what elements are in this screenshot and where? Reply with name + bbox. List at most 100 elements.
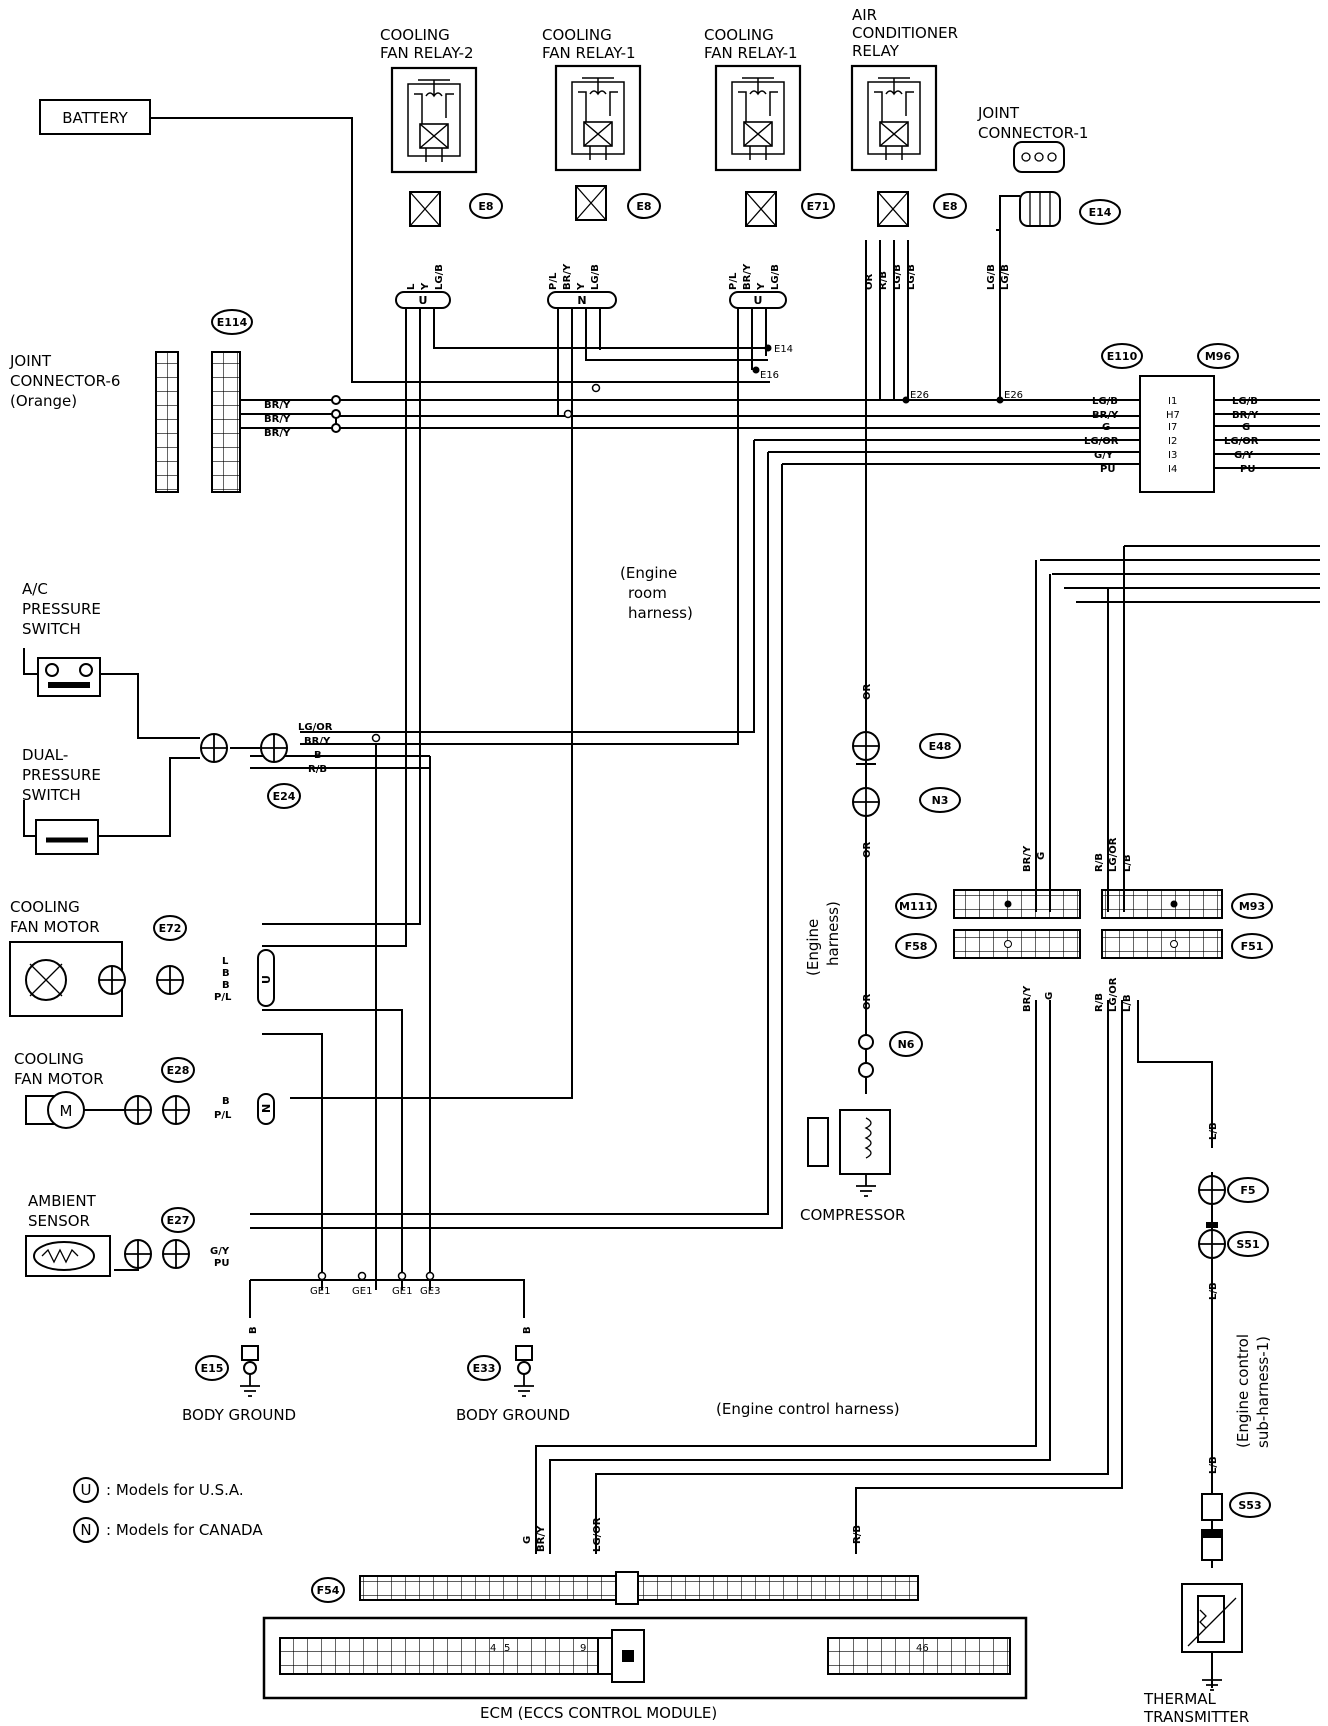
conn-e8c: E8 <box>942 200 957 213</box>
svg-text:I3: I3 <box>1168 450 1177 461</box>
dps-body <box>35 819 99 855</box>
conn-f54: F54 <box>317 1584 340 1597</box>
thermal-resistor <box>1187 1597 1237 1647</box>
svg-text:46: 46 <box>916 1643 929 1654</box>
jc6-label-2: CONNECTOR-6 <box>10 372 120 390</box>
conn-e8a: E8 <box>478 200 493 213</box>
relay-ac-label: AIR <box>852 6 877 24</box>
sub-harness-label-2: sub-harness-1) <box>1254 1336 1272 1448</box>
compressor-clutch <box>807 1117 829 1167</box>
m96-wire-labels: LG/B BR/Y G LG/OR G/Y PU <box>1224 396 1259 475</box>
svg-text:5: 5 <box>504 1643 510 1654</box>
conn-m96: M96 <box>1205 350 1232 363</box>
svg-text:BR/Y: BR/Y <box>264 414 291 425</box>
svg-text:B: B <box>522 1326 533 1334</box>
s53-connector <box>1201 1493 1223 1521</box>
svg-text:BR/Y: BR/Y <box>304 736 331 747</box>
amb-plug-b <box>162 1239 190 1269</box>
junction-labels: E14 E16 E26 E26 GE1 GE1 GE1 GE3 <box>310 344 1023 1297</box>
svg-text:G/Y: G/Y <box>1094 450 1114 461</box>
body-ground-2: BODY GROUND <box>456 1406 570 1424</box>
m93-connector <box>1101 889 1223 919</box>
conn-f51: F51 <box>1241 940 1264 953</box>
svg-text:LG/OR: LG/OR <box>1224 436 1259 447</box>
svg-text:P/L: P/L <box>728 272 739 290</box>
engine-room-harness-label-2: room <box>628 584 667 602</box>
svg-text:LG/B: LG/B <box>1000 264 1011 290</box>
legend-n-symbol <box>73 1517 99 1543</box>
svg-text:BR/Y: BR/Y <box>1092 410 1119 421</box>
conn-f58: F58 <box>905 940 928 953</box>
svg-text:I4: I4 <box>1168 464 1177 475</box>
ecm-pin-numbers: 4 5 9 46 <box>490 1643 929 1654</box>
cooling-fan-relay-1b <box>714 64 802 172</box>
svg-text:PU: PU <box>214 1258 229 1269</box>
svg-text:L/B: L/B <box>1122 854 1133 872</box>
jn-ge1a: GE1 <box>310 1286 330 1297</box>
relay-fan1b-label: COOLING <box>704 26 774 44</box>
svg-text:PU: PU <box>1100 464 1115 475</box>
ground1-lug <box>241 1345 259 1361</box>
svg-text:L: L <box>222 956 229 967</box>
engine-harness-label-2: harness) <box>824 901 842 966</box>
svg-text:G/Y: G/Y <box>1234 450 1254 461</box>
wire-network <box>23 117 1320 1688</box>
relay-fan1a-label-2: FAN RELAY-1 <box>542 44 636 62</box>
svg-text:BR/Y: BR/Y <box>264 428 291 439</box>
amb-plug-a <box>124 1239 152 1269</box>
conn-e15: E15 <box>201 1362 224 1375</box>
svg-text:LG/OR: LG/OR <box>298 722 333 733</box>
conn-e27: E27 <box>167 1214 190 1227</box>
jc1-label-2: CONNECTOR-1 <box>978 124 1088 142</box>
jn-ge3: GE3 <box>420 1286 440 1297</box>
n6-terminal-2 <box>858 1062 874 1078</box>
engine-control-harness-label: (Engine control harness) <box>716 1400 900 1418</box>
m93-pin-dot <box>1170 900 1178 908</box>
svg-text:I1: I1 <box>1168 396 1177 407</box>
conn-e114: E114 <box>217 316 248 329</box>
svg-text:LG/B: LG/B <box>1232 396 1258 407</box>
svg-text:G: G <box>1242 422 1250 433</box>
jc6-label-3: (Orange) <box>10 392 77 410</box>
jn-e26a: E26 <box>910 390 929 401</box>
svg-text:R/B: R/B <box>852 1525 863 1544</box>
svg-text:BR/Y: BR/Y <box>264 400 291 411</box>
ecm-label: ECM (ECCS CONTROL MODULE) <box>480 1704 717 1722</box>
svg-text:LG/OR: LG/OR <box>592 1517 603 1552</box>
f58-connector <box>953 929 1081 959</box>
f5-plug <box>1198 1175 1226 1205</box>
n3-plug <box>852 787 880 817</box>
jc6-wire-labels: BR/Y BR/Y BR/Y <box>264 400 291 439</box>
svg-text:LG/B: LG/B <box>434 264 445 290</box>
jc6-block-right <box>211 351 241 493</box>
svg-text:OR: OR <box>862 683 873 700</box>
svg-text:Y: Y <box>420 282 431 291</box>
jn-e26b: E26 <box>1004 390 1023 401</box>
svg-text:BR/Y: BR/Y <box>742 263 753 290</box>
svg-text:BR/Y: BR/Y <box>1022 985 1033 1012</box>
s51-cap <box>1206 1222 1218 1228</box>
cfm1-x <box>29 963 63 997</box>
conn-s51: S51 <box>1236 1238 1259 1251</box>
ground1-terminal <box>243 1361 257 1375</box>
svg-text:G/Y: G/Y <box>210 1246 230 1257</box>
amb-label-2: SENSOR <box>28 1212 90 1230</box>
badge-u1: U <box>419 294 428 307</box>
svg-text:P/L: P/L <box>548 272 559 290</box>
legend-u-symbol <box>73 1477 99 1503</box>
svg-text:I2: I2 <box>1168 436 1177 447</box>
svg-text:LG/B: LG/B <box>892 264 903 290</box>
jn-ge1c: GE1 <box>392 1286 412 1297</box>
jc1-label: JOINT <box>977 104 1020 122</box>
compressor-coil <box>864 1117 872 1159</box>
relay-fan2-label-2: FAN RELAY-2 <box>380 44 474 62</box>
svg-text:G: G <box>522 1536 533 1544</box>
conn-s53: S53 <box>1238 1499 1261 1512</box>
dps-label: DUAL- <box>22 746 68 764</box>
jc6-splices <box>331 395 341 433</box>
acps-label-3: SWITCH <box>22 620 81 638</box>
acps-label: A/C <box>22 580 48 598</box>
conn-e71: E71 <box>807 200 830 213</box>
cfm2-label: COOLING <box>14 1050 84 1068</box>
thermal-label: THERMAL <box>1143 1690 1217 1708</box>
